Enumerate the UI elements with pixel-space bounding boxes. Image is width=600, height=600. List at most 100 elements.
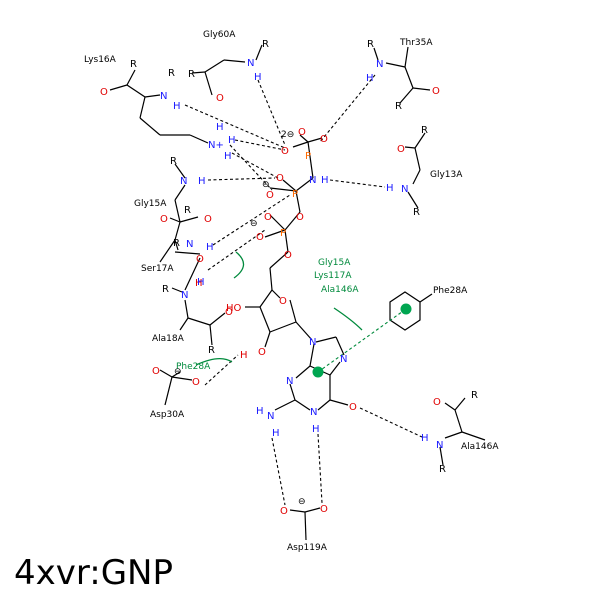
atom-h: H xyxy=(312,424,320,435)
atom-r: R xyxy=(367,39,374,50)
charge-2minus: 2⊖ xyxy=(281,130,294,140)
hydrophobic-contacts xyxy=(195,251,412,378)
atom-r: R xyxy=(188,69,195,80)
atom-r: R xyxy=(395,101,402,112)
atom-n: N xyxy=(436,440,443,451)
hydrophobic-label-phe28a: Phe28A xyxy=(176,362,211,372)
atom-o: O xyxy=(160,214,168,225)
atom-labels: P P P O O O 2⊖ N H O ⊖ O O O ⊖ O O O HO … xyxy=(100,39,478,517)
atom-o: O xyxy=(266,190,274,201)
residue-label-lys16a: Lys16A xyxy=(84,55,117,65)
residue-labels: Gly60A Thr35A Lys16A Gly13A Gly15A Ser17… xyxy=(84,30,499,553)
atom-o: O xyxy=(433,397,441,408)
atom-r: R xyxy=(208,345,215,356)
atom-h: H xyxy=(240,350,248,361)
residue-label-ala18a: Ala18A xyxy=(152,334,185,344)
atom-p-beta: P xyxy=(292,189,298,200)
pi-centroid-phe28a xyxy=(400,303,412,315)
atom-r: R xyxy=(170,156,177,167)
atom-o: O xyxy=(256,232,264,243)
ligand-bonds xyxy=(245,134,349,411)
atom-h: H xyxy=(228,135,236,146)
atom-n3: N xyxy=(286,376,293,387)
charge-minus: ⊖ xyxy=(250,219,258,229)
atom-o: O xyxy=(432,86,440,97)
atom-n: N xyxy=(181,290,188,301)
atom-o: O xyxy=(192,377,200,388)
atom-o: O xyxy=(100,87,108,98)
residue-label-asp119a: Asp119A xyxy=(287,543,328,553)
atom-r: R xyxy=(184,205,191,216)
atom-h: H xyxy=(224,151,232,162)
atom-n-bridge: N xyxy=(309,175,316,186)
atom-n1: N xyxy=(310,407,317,418)
atom-o: O xyxy=(216,93,224,104)
atom-h: H xyxy=(195,278,203,289)
atom-n: N xyxy=(376,59,383,70)
residue-label-gly13a: Gly13A xyxy=(430,170,463,180)
atom-n: N xyxy=(186,239,193,250)
atom-n: N xyxy=(180,176,187,187)
atom-o: O xyxy=(280,506,288,517)
residue-label-asp30a: Asp30A xyxy=(150,410,185,420)
atom-n: N xyxy=(247,58,254,69)
charge-minus: ⊖ xyxy=(262,180,270,190)
residue-bonds xyxy=(109,44,486,541)
atom-h: H xyxy=(206,242,214,253)
atom-h: H xyxy=(254,72,262,83)
atom-o: O xyxy=(225,307,233,318)
atom-r: R xyxy=(471,390,478,401)
atom-o: O xyxy=(258,347,266,358)
charge-minus: ⊖ xyxy=(298,497,306,507)
atom-o: O xyxy=(296,212,304,223)
atom-p-gamma: P xyxy=(305,151,311,162)
residue-label-gly15a: Gly15A xyxy=(134,199,167,209)
atom-r: R xyxy=(162,284,169,295)
residue-label-ser17a: Ser17A xyxy=(141,264,174,274)
hydrophobic-label-lys117a: Lys117A xyxy=(314,271,352,281)
atom-o: O xyxy=(397,144,405,155)
atom-nh-plus: N+ xyxy=(208,140,224,151)
residue-label-phe28a: Phe28A xyxy=(433,286,468,296)
atom-n7: N xyxy=(340,354,347,365)
atom-h: H xyxy=(256,406,264,417)
atom-r: R xyxy=(262,39,269,50)
atom-h: H xyxy=(386,183,394,194)
atom-o-ring: O xyxy=(279,296,287,307)
atom-n: N xyxy=(160,91,167,102)
atom-o: O xyxy=(196,254,204,265)
residue-label-thr35a: Thr35A xyxy=(399,38,433,48)
atom-ho: HO xyxy=(226,303,242,314)
atom-o: O xyxy=(152,366,160,377)
atom-r: R xyxy=(168,68,175,79)
hydrophobic-label-ala146a: Ala146A xyxy=(321,285,359,295)
atom-h: H xyxy=(421,433,429,444)
atom-o: O xyxy=(298,127,306,138)
atom-r: R xyxy=(439,464,446,475)
atom-r: R xyxy=(130,59,137,70)
residue-label-gly60a: Gly60A xyxy=(203,30,236,40)
atom-h: H xyxy=(272,428,280,439)
atom-h: H xyxy=(366,73,374,84)
atom-h: H xyxy=(216,122,224,133)
diagram-title: 4xvr:GNP xyxy=(14,553,173,593)
hydrophobic-label-gly15a: Gly15A xyxy=(318,258,351,268)
atom-r: R xyxy=(421,125,428,136)
atom-n: N xyxy=(401,184,408,195)
residue-label-ala146a: Ala146A xyxy=(461,442,499,452)
atom-h: H xyxy=(197,277,205,288)
atom-o6: O xyxy=(349,402,357,413)
atom-h: H xyxy=(198,176,206,187)
atom-h: H xyxy=(321,175,329,186)
atom-r: R xyxy=(413,207,420,218)
atom-p-alpha: P xyxy=(280,228,286,239)
atom-h: H xyxy=(173,101,181,112)
atom-o: O xyxy=(320,134,328,145)
pi-centroid-guanine xyxy=(312,366,324,378)
atom-n9: N xyxy=(309,337,316,348)
hydrogen-bonds xyxy=(184,74,423,506)
atom-o: O xyxy=(284,250,292,261)
atom-o: O xyxy=(264,212,272,223)
atom-r: R xyxy=(173,238,180,249)
